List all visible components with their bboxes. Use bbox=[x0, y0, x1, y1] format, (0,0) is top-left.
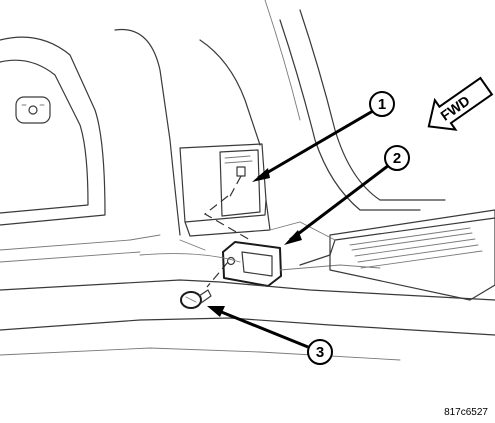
callout-1-label: 1 bbox=[378, 96, 386, 113]
fwd-arrow-icon: FWD bbox=[427, 76, 494, 131]
door-panel bbox=[0, 36, 161, 263]
pillar-outline bbox=[114, 0, 446, 236]
floor-sill bbox=[0, 253, 495, 361]
figure-id: 817c6527 bbox=[444, 407, 488, 418]
leader-lines bbox=[207, 106, 394, 349]
callout-3-label: 3 bbox=[316, 344, 324, 361]
callout-3: 3 bbox=[307, 339, 333, 365]
mounting-bracket bbox=[179, 143, 271, 237]
leader-3 bbox=[213, 307, 309, 349]
scuff-plate bbox=[299, 209, 495, 301]
mounting-screw bbox=[180, 289, 212, 309]
callout-2-label: 2 bbox=[393, 150, 401, 167]
door-latch bbox=[15, 96, 51, 124]
callout-2: 2 bbox=[384, 145, 410, 171]
sensor-module bbox=[222, 241, 282, 287]
arrowhead-1 bbox=[252, 168, 270, 182]
arrowhead-2 bbox=[284, 230, 302, 245]
connector-socket bbox=[236, 166, 246, 177]
panel-seams bbox=[179, 221, 336, 251]
arrowhead-3 bbox=[207, 306, 225, 317]
leader-2 bbox=[289, 160, 394, 242]
leader-1 bbox=[257, 106, 379, 180]
callout-1: 1 bbox=[369, 91, 395, 117]
